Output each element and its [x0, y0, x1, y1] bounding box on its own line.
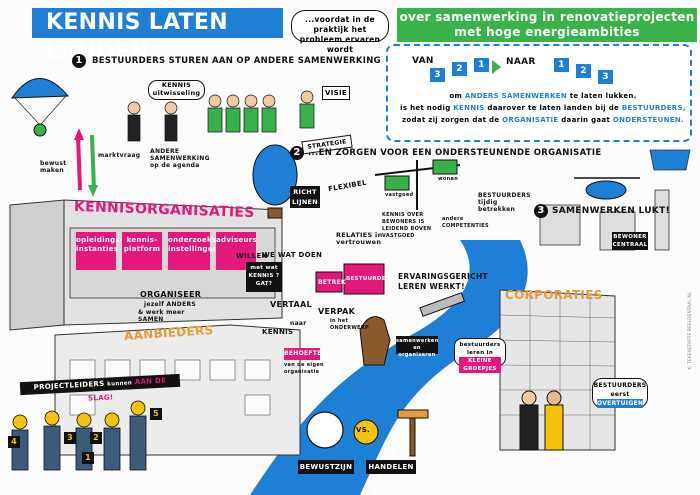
visie-card: VISIE	[322, 86, 350, 100]
relaties-label: RELATIES in vertrouwen	[336, 231, 383, 246]
ervaringsgericht-label: ERVARINGSGERICHT LEREN WERKT!	[398, 272, 488, 291]
vs-label: VS.	[356, 426, 371, 434]
naar-step-1: 1	[554, 58, 569, 72]
subtitle-banner: over samenwerking in renovatieprojecten …	[397, 8, 697, 42]
bestuurders-betrekken-label: BESTUURDERS tijdig betrekken	[478, 192, 531, 213]
van-naar-line-1: om ANDERS SAMENWERKEN te laten lukken.	[449, 92, 637, 100]
section-3-number: 3	[534, 204, 548, 218]
van-de-eigen-label: van de eigen organisatie	[284, 362, 324, 375]
van-naar-box	[386, 44, 692, 142]
kennis-gat-board: met wat KENNIS ?GAT?	[246, 262, 282, 292]
section-2-heading: ...EN ZORGEN VOOR EEN ONDERSTEUNENDE ORG…	[308, 148, 602, 158]
van-step-1: 3	[430, 68, 445, 82]
kleine-groepjes-label: KLEINE GROEPJES	[459, 357, 501, 373]
section-1-number: 1	[72, 54, 86, 68]
van-naar-line-2: is het nodig KENNIS daarover te laten la…	[400, 104, 686, 112]
van-arrow-icon	[492, 60, 501, 74]
organiseer-label: ORGANISEER	[140, 290, 202, 299]
naar-label: NAAR	[506, 57, 536, 67]
handelen-badge: HANDELEN	[366, 460, 416, 474]
bewust-maken-label: bewust maken	[40, 160, 67, 174]
bestuurders-leren-label: bestuurders leren in	[459, 342, 501, 356]
bewoner-centraal-sign: BEWONER CENTRAAL	[612, 232, 648, 250]
section-1-heading: BESTUURDERS STUREN AAN OP ANDERE SAMENWE…	[92, 56, 381, 66]
andere-competenties-label: andere COMPETENTIES	[442, 216, 489, 229]
kennis-uitwisseling-bubble: KENNIS uitwisseling	[148, 80, 205, 100]
in-het-onderwerp-label: in het ONDERWERP	[330, 318, 369, 331]
card-kennisplatform: kennis-platform	[122, 232, 162, 270]
title-note: ...voordat in de praktijk het probleem e…	[291, 10, 389, 54]
card-opleidingsinstanties: opleidings-instanties	[76, 232, 123, 270]
worker-sign-3: 3	[64, 432, 76, 444]
card-onderzoeksinstellingen: onderzoeks-instellingen	[168, 232, 219, 270]
vertaal-label: VERTAAL	[270, 300, 312, 309]
kleine-groepjes-bubble: bestuurders leren in KLEINE GROEPJES	[454, 338, 506, 373]
jezelf-anders-label: jezelf ANDERS	[144, 301, 197, 308]
section-3-heading: SAMENWERKEN LUKT!	[552, 206, 670, 216]
corporaties-title: CORPORATIES	[505, 288, 603, 302]
vastgoed-label: vastgoed	[385, 192, 414, 198]
bestuurders-puzzle-label: BESTUURDERS	[346, 276, 395, 282]
naar-center-label: naar	[290, 320, 307, 327]
naar-step-2: 2	[576, 64, 591, 78]
overtuigen-label: OVERTUIGEN	[597, 399, 644, 408]
worker-sign-1: 1	[82, 452, 94, 464]
bestuurders-overtuigen-bubble: BESTUURDERS eerst OVERTUIGEN	[592, 378, 648, 408]
andere-samenwerking-label: ANDERE SAMENWERKING op de agenda	[150, 148, 210, 169]
subtitle-line-2: met hoge energieambities	[454, 25, 640, 39]
page-title: KENNIS LATEN LANDEN	[32, 8, 283, 65]
willen-label: WILLEN	[236, 252, 268, 260]
verpak-label: VERPAK	[318, 307, 356, 316]
marktvraag-label: marktvraag	[98, 152, 141, 159]
betrek-label: BETREK	[318, 279, 346, 286]
van-step-3: 1	[474, 58, 489, 72]
anders-samenwerken-highlight: ANDERS SAMENWERKEN	[464, 92, 567, 100]
kennis-bewoners-label: KENNIS OVER BEWONERS IS LEIDEND BOVEN VA…	[382, 212, 432, 239]
bewustzijn-badge: BEWUSTZIJN	[298, 460, 354, 474]
we-wat-doen-label: WE WAT DOEN	[262, 251, 323, 259]
worker-sign-5: 5	[150, 408, 162, 420]
van-label: VAN	[412, 56, 434, 66]
subtitle-line-1: over samenwerking in renovatieprojecten	[399, 10, 695, 24]
richtlijnen-sign: RICHT LIJNEN	[290, 186, 320, 208]
behoeften-badge: BEHOEFTEN	[284, 348, 327, 360]
section-2-number: 2	[290, 146, 304, 160]
werk-meer-samen-label: & werk meer SAMEN	[138, 309, 185, 323]
worker-sign-4: 4	[8, 436, 20, 448]
van-naar-text: om ANDERS SAMENWERKEN te laten lukken. i…	[398, 90, 688, 126]
van-naar-line-3: zodat zij zorgen dat de ORGANISATIE daar…	[402, 116, 684, 124]
van-step-2: 2	[452, 62, 467, 76]
naar-step-3: 3	[598, 70, 613, 84]
kennis-center-label: KENNIS	[262, 328, 294, 336]
wonen-label: wonen	[438, 176, 459, 182]
bestuurders-eerst-label: BESTUURDERS eerst	[593, 382, 647, 398]
samenwerken-organiseren-board: samenwerken en organiseren	[396, 336, 439, 358]
credit-label: © TEKENSTAPTE BEELDENTAAL.NL	[688, 291, 693, 370]
worker-sign-2: 2	[90, 432, 102, 444]
